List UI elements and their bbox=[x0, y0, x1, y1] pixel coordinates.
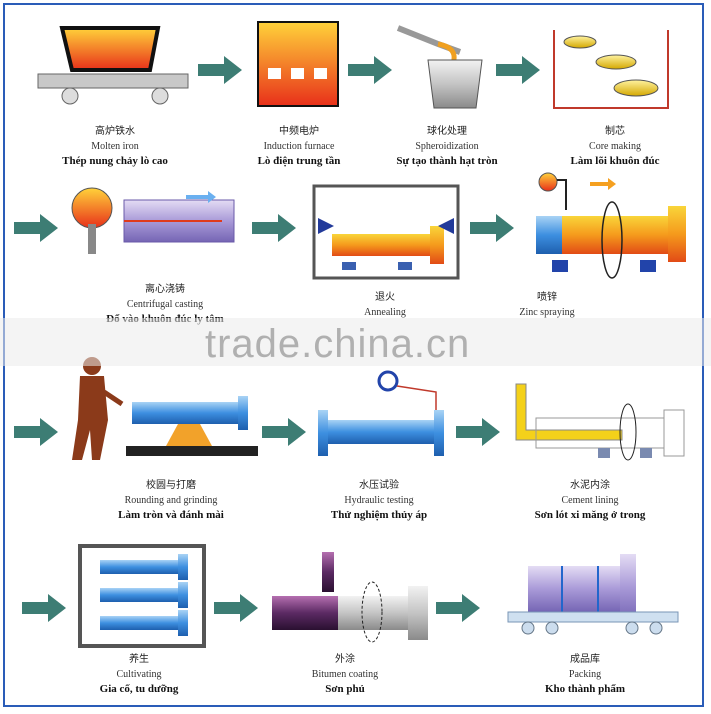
label-vi: Sơn lót xi măng ở trong bbox=[534, 509, 646, 521]
zinc-spraying-icon bbox=[536, 172, 686, 279]
flow-arrow bbox=[348, 56, 392, 84]
label-vi: Sơn phủ bbox=[325, 683, 365, 695]
watermark-band: trade.china.cn bbox=[0, 318, 711, 366]
label-en: Molten iron bbox=[91, 141, 139, 152]
label-zh: 水泥内涂 bbox=[570, 480, 610, 491]
spheroidization-icon bbox=[396, 25, 483, 109]
centrifugal-casting-icon bbox=[71, 187, 235, 254]
annealing-furnace-icon bbox=[312, 184, 460, 280]
induction-furnace-icon bbox=[257, 21, 339, 107]
watermark-text: trade.china.cn bbox=[205, 322, 471, 366]
label-en: Hydraulic testing bbox=[344, 495, 414, 506]
step-label-hydraulic-testing: 水压试验 Hydraulic testing Thử nghiệm thủy á… bbox=[304, 478, 454, 523]
label-en: Centrifugal casting bbox=[126, 299, 204, 310]
step-label-cultivating: 养生 Cultivating Gia cố, tu dưỡng bbox=[64, 652, 214, 697]
label-vi: Lò điện trung tần bbox=[257, 155, 341, 167]
molten-iron-ladle-icon bbox=[37, 26, 189, 105]
step-label-rounding-grinding: 校圆与打磨 Rounding and grinding Làm tròn và … bbox=[96, 478, 246, 523]
label-zh: 离心浇铸 bbox=[145, 284, 185, 295]
flow-arrow bbox=[14, 418, 58, 446]
bitumen-coating-icon bbox=[272, 552, 428, 643]
flow-arrow bbox=[14, 214, 58, 242]
flow-arrow bbox=[470, 214, 514, 242]
label-zh: 退火 bbox=[375, 292, 395, 303]
packing-railcar-icon bbox=[507, 554, 679, 635]
flow-arrow bbox=[436, 594, 480, 622]
label-zh: 球化处理 bbox=[427, 126, 467, 137]
flow-arrow bbox=[214, 594, 258, 622]
step-label-induction-furnace: 中频电炉 Induction furnace Lò điện trung tần bbox=[224, 124, 374, 169]
label-en: Spheroidization bbox=[415, 141, 479, 152]
step-label-core-making: 制芯 Core making Làm lõi khuôn đúc bbox=[540, 124, 690, 169]
label-en: Zinc spraying bbox=[519, 307, 575, 318]
hydraulic-testing-icon bbox=[318, 370, 444, 456]
flow-arrow bbox=[198, 56, 242, 84]
label-vi: Gia cố, tu dưỡng bbox=[99, 683, 179, 695]
step-label-zinc-spraying: 喷锌 Zinc spraying bbox=[472, 290, 622, 320]
core-making-icon bbox=[553, 30, 669, 109]
label-zh: 外涂 bbox=[335, 654, 355, 665]
label-zh: 成品库 bbox=[570, 654, 600, 665]
label-en: Rounding and grinding bbox=[124, 495, 218, 506]
label-zh: 高炉铁水 bbox=[95, 126, 135, 137]
flow-arrow bbox=[496, 56, 540, 84]
cultivating-rack-icon bbox=[78, 544, 206, 648]
flow-arrow bbox=[456, 418, 500, 446]
label-vi: Làm lõi khuôn đúc bbox=[570, 155, 660, 167]
flow-arrow bbox=[22, 594, 66, 622]
label-en: Core making bbox=[589, 141, 641, 152]
label-en: Cement lining bbox=[561, 495, 619, 506]
label-zh: 制芯 bbox=[605, 126, 625, 137]
label-en: Cultivating bbox=[116, 669, 162, 680]
step-label-spheroidization: 球化处理 Spheroidization Sự tạo thành hạt tr… bbox=[372, 124, 522, 169]
label-vi: Thử nghiệm thủy áp bbox=[330, 509, 428, 521]
label-zh: 校圆与打磨 bbox=[146, 480, 196, 491]
rounding-grinding-icon bbox=[72, 357, 258, 460]
label-zh: 喷锌 bbox=[537, 292, 557, 303]
label-vi: Sự tạo thành hạt tròn bbox=[396, 155, 498, 167]
step-label-bitumen-coating: 外涂 Bitumen coating Sơn phủ bbox=[270, 652, 420, 697]
step-label-packing: 成品库 Packing Kho thành phẩm bbox=[510, 652, 660, 697]
label-zh: 中频电炉 bbox=[279, 126, 319, 137]
step-label-annealing: 退火 Annealing bbox=[310, 290, 460, 320]
flow-arrow bbox=[262, 418, 306, 446]
cement-lining-icon bbox=[515, 383, 685, 461]
step-label-molten-iron: 高炉铁水 Molten iron Thép nung chảy lò cao bbox=[40, 124, 190, 169]
label-en: Bitumen coating bbox=[311, 669, 379, 680]
label-en: Annealing bbox=[364, 307, 406, 318]
label-vi: Kho thành phẩm bbox=[544, 683, 626, 695]
label-zh: 水压试验 bbox=[359, 480, 399, 491]
step-label-cement-lining: 水泥内涂 Cement lining Sơn lót xi măng ở tro… bbox=[510, 478, 670, 523]
label-en: Induction furnace bbox=[263, 141, 335, 152]
label-vi: Thép nung chảy lò cao bbox=[62, 155, 168, 167]
label-zh: 养生 bbox=[129, 654, 149, 665]
label-vi: Làm tròn và đánh mài bbox=[118, 509, 224, 521]
label-en: Packing bbox=[568, 669, 602, 680]
flow-arrow bbox=[252, 214, 296, 242]
